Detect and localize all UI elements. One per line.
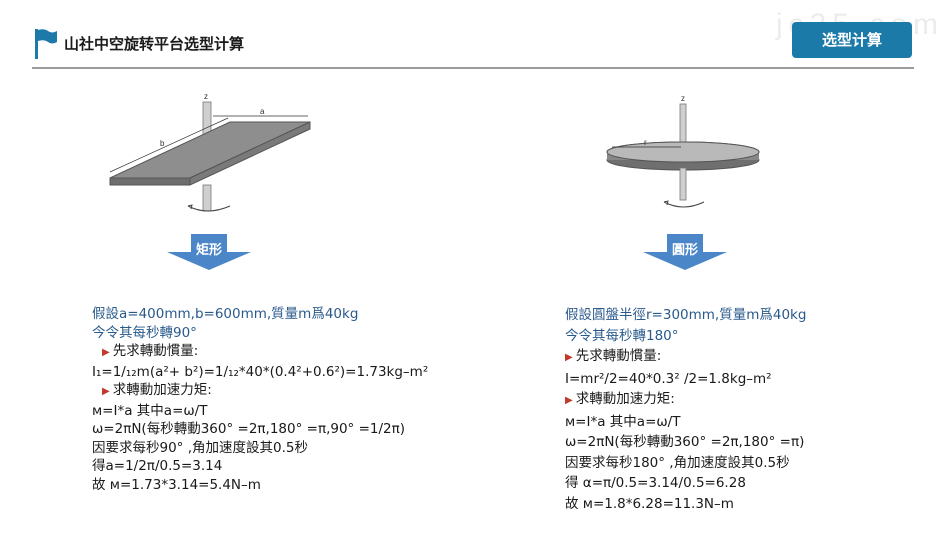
label-z: z [204, 92, 208, 101]
circle-bullet-inertia: ▶先求轉動慣量: [565, 348, 662, 364]
rect-line-get: 得a=1/2π/0.5=3.14 [92, 458, 223, 474]
dimension-b [109, 117, 229, 173]
rotation-arrow [663, 201, 705, 208]
plate-side [189, 121, 311, 186]
label-z: z [681, 94, 685, 103]
rect-heading-rotation: 今令其每秒轉90° [92, 324, 197, 341]
circle-heading-assumption: 假設圓盤半徑r=300mm,質量m爲40kg [565, 307, 807, 323]
calc-button[interactable]: 选型计算 [792, 22, 912, 58]
triangle-bullet-icon: ▶ [102, 347, 110, 358]
circle-formula-inertia: I=mr²/2=40*0.3² /2=1.8kg–m² [565, 370, 772, 387]
right-down-arrow [643, 234, 727, 270]
label-r: r [644, 138, 647, 147]
rect-line-omega: ω=2πN(每秒轉動360° =2π,180° =π,90° =1/2π) [92, 421, 406, 437]
rect-bullet-torque: ▶求轉動加速力矩: [102, 382, 212, 398]
circle-line-omega: ω=2πN(每秒轉動360° =2π,180° =π) [565, 434, 805, 450]
rect-formula-inertia: I₁=1/₁₂m(a²+ b²)=1/₁₂*40*(0.4²+0.6²)=1.7… [92, 363, 429, 380]
left-down-arrow [167, 234, 251, 270]
triangle-bullet-icon: ▶ [102, 386, 110, 397]
circle-line-result: 故 ᴍ=1.8*6.28=11.3N–m [565, 495, 734, 512]
shape-label-circle: 圓形 [671, 243, 698, 258]
circle-line-because: 因要求每秒180° ,角加速度設其0.5秒 [565, 454, 790, 471]
rect-bullet-inertia: ▶先求轉動慣量: [102, 343, 199, 359]
page-title: 山社中空旋转平台选型计算 [64, 35, 245, 53]
rect-line-because: 因要求每秒90° ,角加速度設其0.5秒 [92, 439, 308, 456]
label-b: b [160, 139, 165, 148]
header-divider [32, 67, 914, 69]
lower-shaft [202, 184, 212, 212]
rect-line-result: 故 ᴍ=1.73*3.14=5.4N–m [92, 476, 261, 493]
circular-disc-figure: z r [606, 94, 760, 208]
circle-line-get: 得 α=π/0.5=3.14/0.5=6.28 [565, 475, 746, 491]
page-header: jc35.com 山社中空旋转平台选型计算 选型计算 [0, 0, 949, 70]
label-a: a [260, 107, 265, 116]
rect-line-m: ᴍ=I*a 其中a=ω/T [92, 402, 208, 419]
flag-icon [35, 29, 57, 59]
circle-calculation: 假設圓盤半徑r=300mm,質量m爲40kg 今令其每秒轉180° ▶先求轉動慣… [565, 305, 806, 514]
plate-front [109, 177, 191, 186]
circle-heading-rotation: 今令其每秒轉180° [565, 327, 679, 344]
rect-calculation: 假設a=400mm,b=600mm,質量m爲40kg 今令其每秒轉90° ▶先求… [92, 305, 428, 494]
circle-bullet-torque: ▶求轉動加速力矩: [565, 391, 675, 407]
triangle-bullet-icon: ▶ [565, 395, 573, 406]
lower-shaft [679, 167, 687, 201]
circle-line-m: ᴍ=I*a 其中a=ω/T [565, 413, 681, 430]
triangle-bullet-icon: ▶ [565, 352, 573, 363]
rectangular-plate-figure: z a b [109, 92, 311, 212]
rect-heading-assumption: 假設a=400mm,b=600mm,質量m爲40kg [92, 306, 359, 322]
shape-label-rect: 矩形 [195, 243, 222, 258]
